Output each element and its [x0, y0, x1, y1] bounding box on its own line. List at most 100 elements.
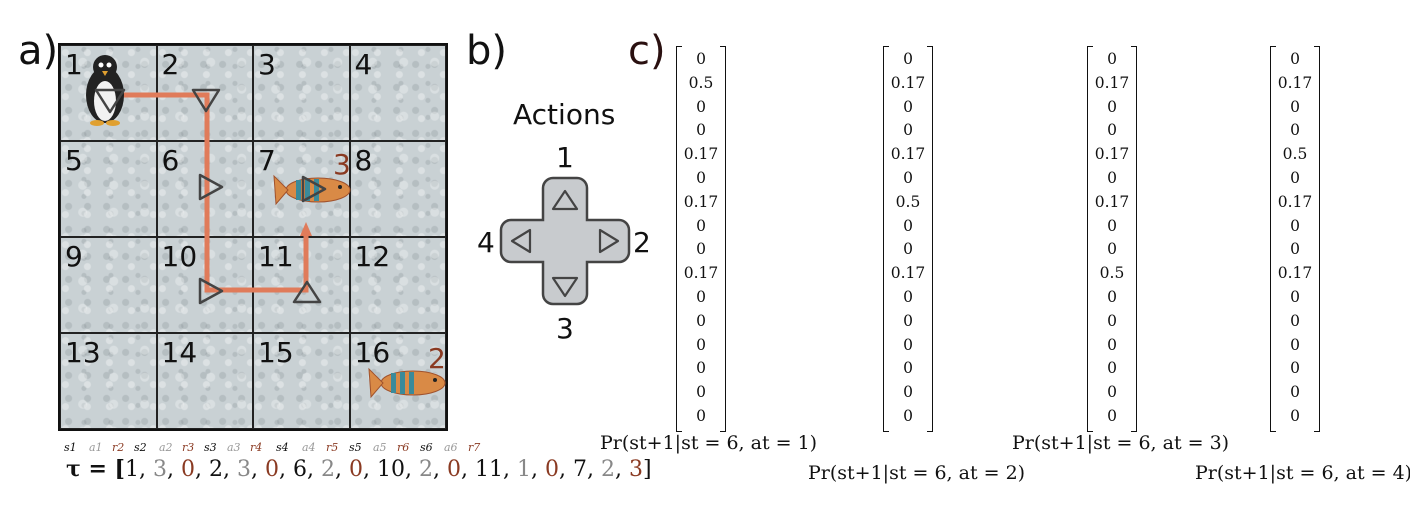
tau-separator: , [278, 457, 293, 482]
sequence-label: a6 [444, 441, 458, 454]
tau-value: 3 [152, 457, 167, 482]
vector-entry: 0 [1290, 311, 1300, 330]
action-right-icon [198, 173, 224, 201]
vector-entry: 0.17 [890, 264, 926, 283]
vector-entry: 0 [903, 169, 913, 187]
tau-separator: , [502, 457, 517, 482]
vector-entry: 0 [1290, 50, 1300, 68]
bracket-right [1131, 46, 1137, 432]
sequence-label: a4 [302, 441, 316, 454]
sequence-label: a2 [159, 441, 173, 454]
tau-separator: , [558, 457, 573, 482]
cell-number: 16 [354, 336, 391, 369]
vector-entry: 0 [903, 50, 913, 68]
vector-entry: 0 [903, 97, 913, 116]
action-right-label: 2 [633, 226, 651, 259]
grid-cell: 12 [349, 237, 446, 333]
vector-entry: 0 [696, 311, 706, 330]
cell-number: 8 [354, 144, 373, 177]
grid-cell: 3 [253, 45, 350, 141]
cell-number: 6 [161, 144, 180, 177]
panel-b-label: b) [466, 28, 507, 74]
sequence-label: r7 [468, 441, 481, 454]
tau-value: 3 [236, 457, 251, 482]
arrow-head-icon [300, 222, 312, 236]
vector-entry: 0 [903, 288, 913, 306]
vector-entry: 0.17 [1094, 73, 1130, 92]
vector-entry: 0 [696, 288, 706, 306]
vector-entry: 0 [696, 407, 706, 425]
sequence-label: s2 [134, 441, 147, 454]
tau-separator: , [334, 457, 349, 482]
vector-entry: 0 [903, 311, 913, 330]
action-down-icon [94, 88, 126, 114]
vector-entry: 0 [696, 50, 706, 68]
reward-cell-16: 2 [428, 342, 446, 375]
trajectory-path [117, 92, 309, 293]
cell-number: 15 [258, 336, 294, 369]
sequence-label: a3 [227, 441, 241, 454]
vector-entry: 0.17 [1277, 264, 1313, 283]
reward-cell-7: 3 [333, 148, 351, 181]
vector-entry: 0 [1107, 216, 1117, 235]
vector-entry: 0.17 [1094, 192, 1130, 211]
bracket-left [1087, 46, 1093, 432]
grid-cell: 11 [253, 237, 350, 333]
vector-entry: 0 [1107, 97, 1117, 116]
vector-entry: 0 [1107, 383, 1117, 402]
vector-entry: 0 [1107, 288, 1117, 306]
vector-entry: 0 [696, 121, 706, 140]
vector-entry: 0.5 [895, 192, 921, 211]
action-left-label: 4 [477, 226, 495, 259]
cell-number: 7 [258, 144, 276, 177]
vector-entry: 0 [903, 240, 913, 259]
tau-separator: , [460, 457, 475, 482]
vector-entry: 0 [1290, 383, 1300, 402]
bracket-right [720, 46, 726, 432]
cell-number: 9 [65, 240, 83, 273]
tau-separator: , [222, 457, 237, 482]
sequence-label: s1 [64, 441, 77, 454]
dpad-down-icon [551, 276, 579, 298]
tau-separator: , [138, 457, 153, 482]
vector-entry: 0 [903, 335, 913, 354]
cell-number: 11 [258, 240, 294, 273]
tau-value: 3 [628, 457, 643, 482]
vector-entry: 0 [696, 216, 706, 235]
vector-caption: Pr(st+1|st = 6, at = 1) [600, 432, 818, 454]
tau-separator: , [432, 457, 447, 482]
grid-cell: 13 [60, 333, 157, 429]
vector-entry: 0 [1107, 359, 1117, 378]
tau-value: 2 [208, 457, 223, 482]
grid-cell: 4 [349, 45, 446, 141]
vector-caption: Pr(st+1|st = 6, at = 4) [1195, 462, 1410, 484]
vector-entry: 0.5 [688, 73, 714, 92]
vector-entry: 0.17 [1277, 73, 1313, 92]
cell-number: 3 [258, 48, 276, 81]
grid-cell: 9 [60, 237, 157, 333]
bracket-left [883, 46, 889, 432]
sequence-label: s4 [276, 441, 289, 454]
vector-entry: 0 [696, 383, 706, 402]
vector-entry: 0.17 [683, 145, 719, 164]
cell-number: 13 [65, 336, 101, 369]
tau-value: 1 [124, 457, 139, 482]
tau-separator: , [530, 457, 545, 482]
vector-entry: 0 [1107, 407, 1117, 425]
vector-entry: 0 [903, 121, 913, 140]
tau-separator: , [306, 457, 321, 482]
vector-entry: 0 [903, 216, 913, 235]
sequence-label: s6 [420, 441, 433, 454]
tau-value: 0 [544, 457, 559, 482]
cell-number: 4 [354, 48, 373, 81]
sequence-label: r2 [112, 441, 125, 454]
action-right-icon [198, 277, 224, 305]
tau-value: 2 [418, 457, 433, 482]
tau-value: 2 [600, 457, 615, 482]
tau-separator: , [250, 457, 265, 482]
tau-separator: , [586, 457, 601, 482]
vector-entry: 0 [1290, 288, 1300, 306]
tau-separator: , [194, 457, 209, 482]
action-down-label: 3 [556, 312, 574, 345]
